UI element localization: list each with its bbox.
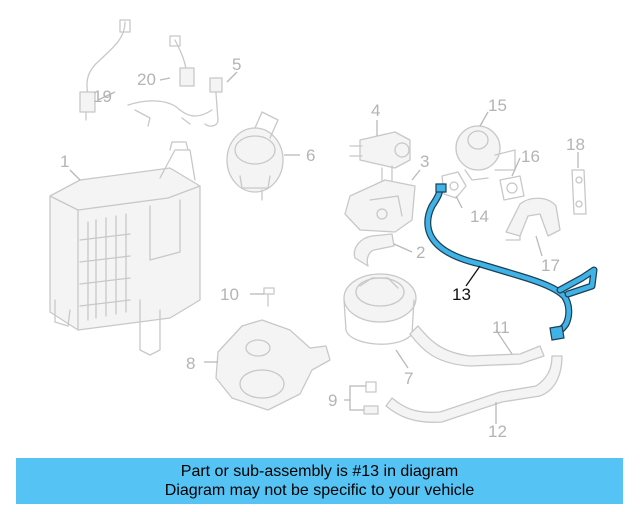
part-16-gasket: [499, 175, 525, 201]
callout-12: 12: [488, 422, 507, 441]
part-3-bracket: [344, 179, 416, 233]
part-12-hose: [385, 355, 563, 423]
part-1-canister: [49, 141, 201, 356]
part-5-connector: [127, 77, 223, 127]
callout-18: 18: [566, 135, 585, 154]
part-9-fasteners: [363, 381, 379, 415]
callout-10: 10: [220, 285, 239, 304]
banner-line-1: Part or sub-assembly is #13 in diagram: [180, 463, 459, 480]
callout-3: 3: [420, 152, 429, 171]
part-6-valve: [226, 111, 284, 201]
callout-17: 17: [541, 256, 560, 275]
part-11-hose: [409, 325, 545, 367]
part-15-egr: [455, 125, 516, 181]
part-20-sensor: [169, 35, 195, 87]
part-10-bolt: [263, 287, 275, 307]
callout-20: 20: [137, 70, 156, 89]
banner-line-2: Diagram may not be specific to your vehi…: [164, 482, 475, 499]
part-19-sensor: [79, 19, 131, 121]
callout-13: 13: [452, 285, 471, 304]
callout-16: 16: [521, 147, 540, 166]
callout-4: 4: [371, 101, 380, 120]
part-7-air-pump: [343, 273, 417, 345]
callout-5: 5: [232, 55, 241, 74]
callout-19: 19: [93, 87, 112, 106]
part-18-plate: [571, 169, 587, 215]
callout-1: 1: [60, 152, 69, 171]
callout-2: 2: [416, 243, 425, 262]
callout-11: 11: [492, 318, 510, 337]
callout-8: 8: [186, 354, 195, 373]
leader-lines: [69, 71, 579, 424]
info-banner: Part or sub-assembly is #13 in diagram D…: [16, 458, 623, 504]
callout-15: 15: [488, 96, 507, 115]
part-2-hose: [353, 233, 395, 267]
part-17-pipe: [505, 197, 561, 241]
callout-13-leader: [465, 265, 481, 287]
part-13-pipe: [424, 183, 598, 341]
callout-9: 9: [328, 391, 337, 410]
callout-6: 6: [306, 146, 315, 165]
part-8-shield: [215, 319, 331, 411]
callout-7: 7: [404, 369, 413, 388]
part-4-valve: [349, 131, 411, 187]
callout-14: 14: [470, 207, 489, 226]
